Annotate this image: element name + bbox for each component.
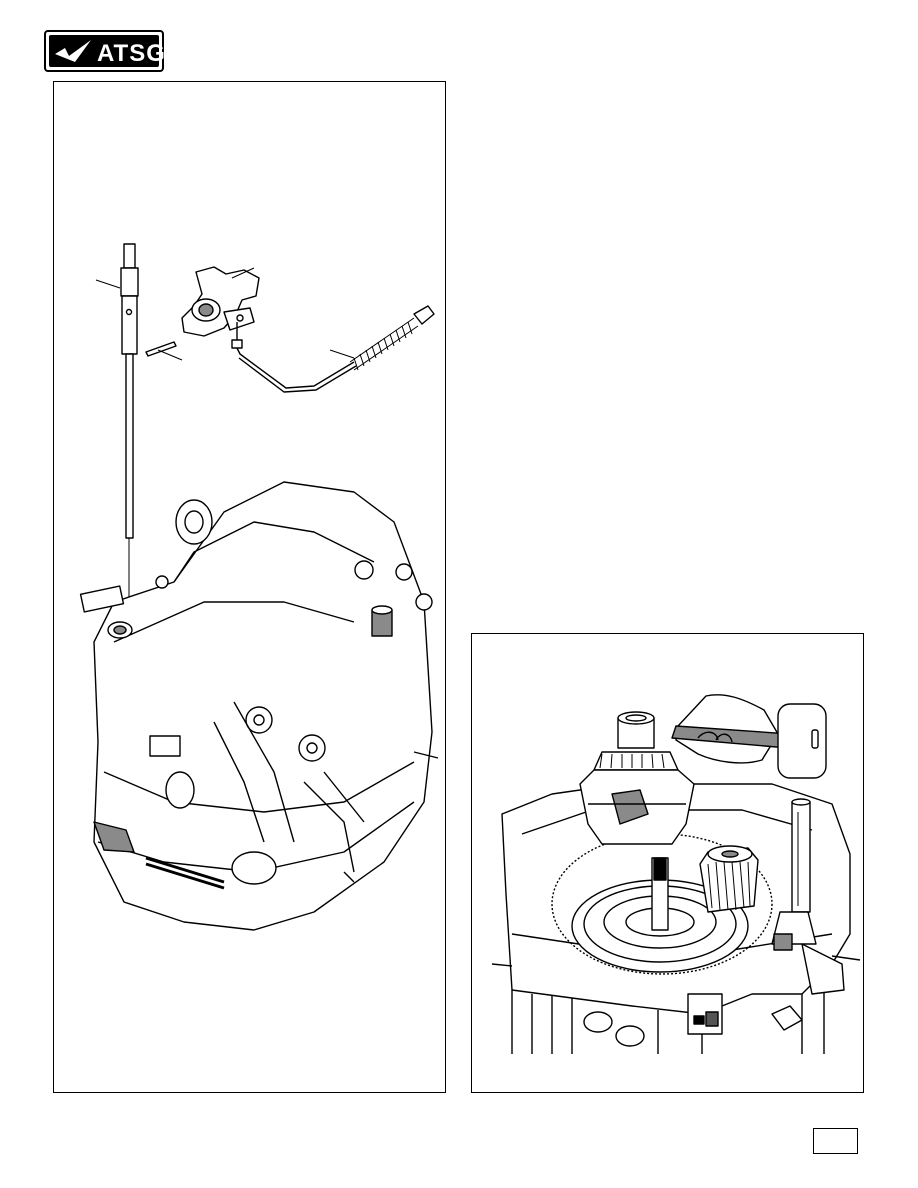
figure-left-frame <box>53 81 446 1093</box>
logo-text: ATSG <box>97 40 166 67</box>
park-rod-part <box>231 305 435 393</box>
hand-with-hammer <box>671 694 827 779</box>
figure-right-frame <box>471 633 864 1093</box>
differential-install-illustration <box>491 694 861 1054</box>
checkmark-swoosh-icon <box>55 40 91 62</box>
logo-background: ATSG <box>49 35 165 67</box>
callout-leaders <box>95 267 355 361</box>
manual-shaft-part <box>120 243 139 627</box>
installer-driver-tool <box>771 798 817 951</box>
detent-lever-part <box>181 266 260 337</box>
roll-pin-part <box>145 341 177 357</box>
page-number-box <box>813 1128 858 1154</box>
case-side-details <box>491 943 861 1031</box>
pinion-gear <box>699 845 759 913</box>
transmission-case <box>79 481 439 931</box>
differential-assembly <box>579 711 695 845</box>
shift-shaft-exploded-illustration <box>79 243 439 931</box>
atsg-logo: ATSG <box>44 30 165 72</box>
